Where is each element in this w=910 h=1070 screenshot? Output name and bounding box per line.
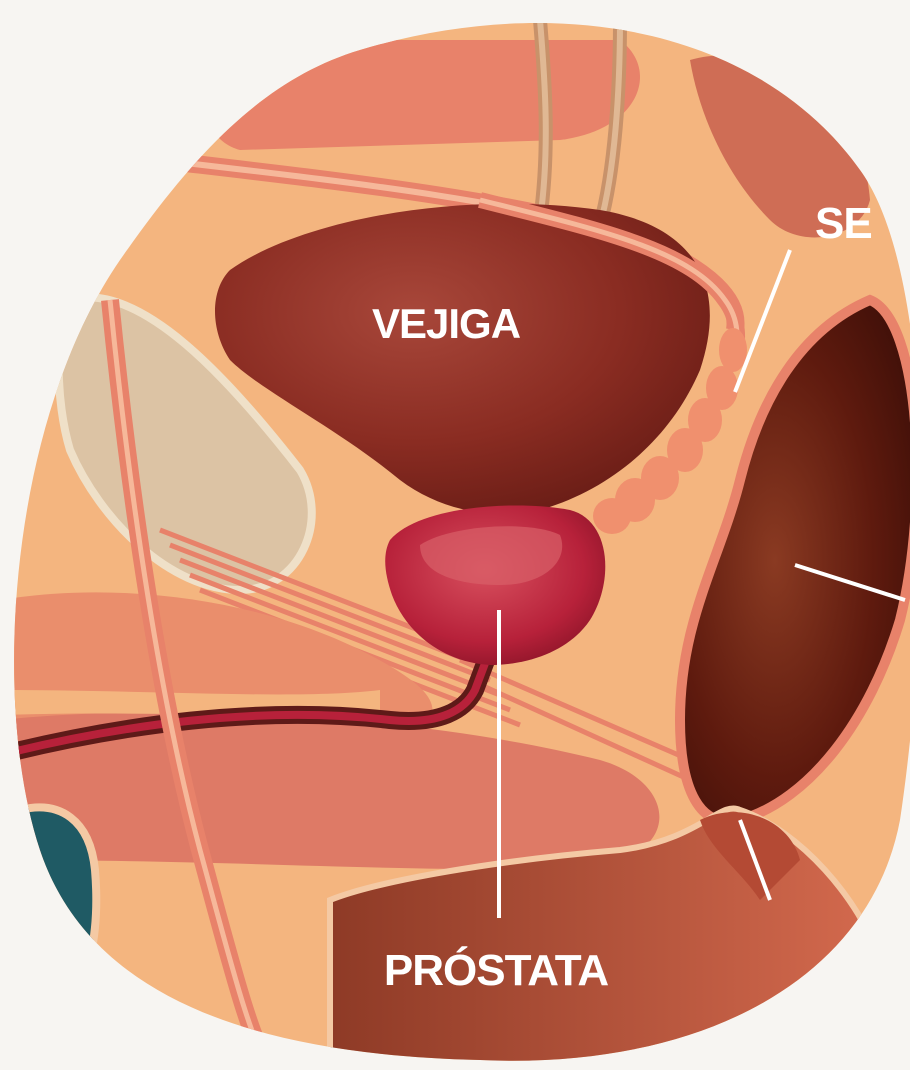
prostate-label: PRÓSTATA — [384, 945, 608, 995]
testis — [20, 808, 96, 1011]
bladder-label: VEJIGA — [372, 300, 521, 347]
abdominal-wall — [196, 40, 640, 150]
seminal-vesicle-label: SE — [815, 199, 872, 248]
